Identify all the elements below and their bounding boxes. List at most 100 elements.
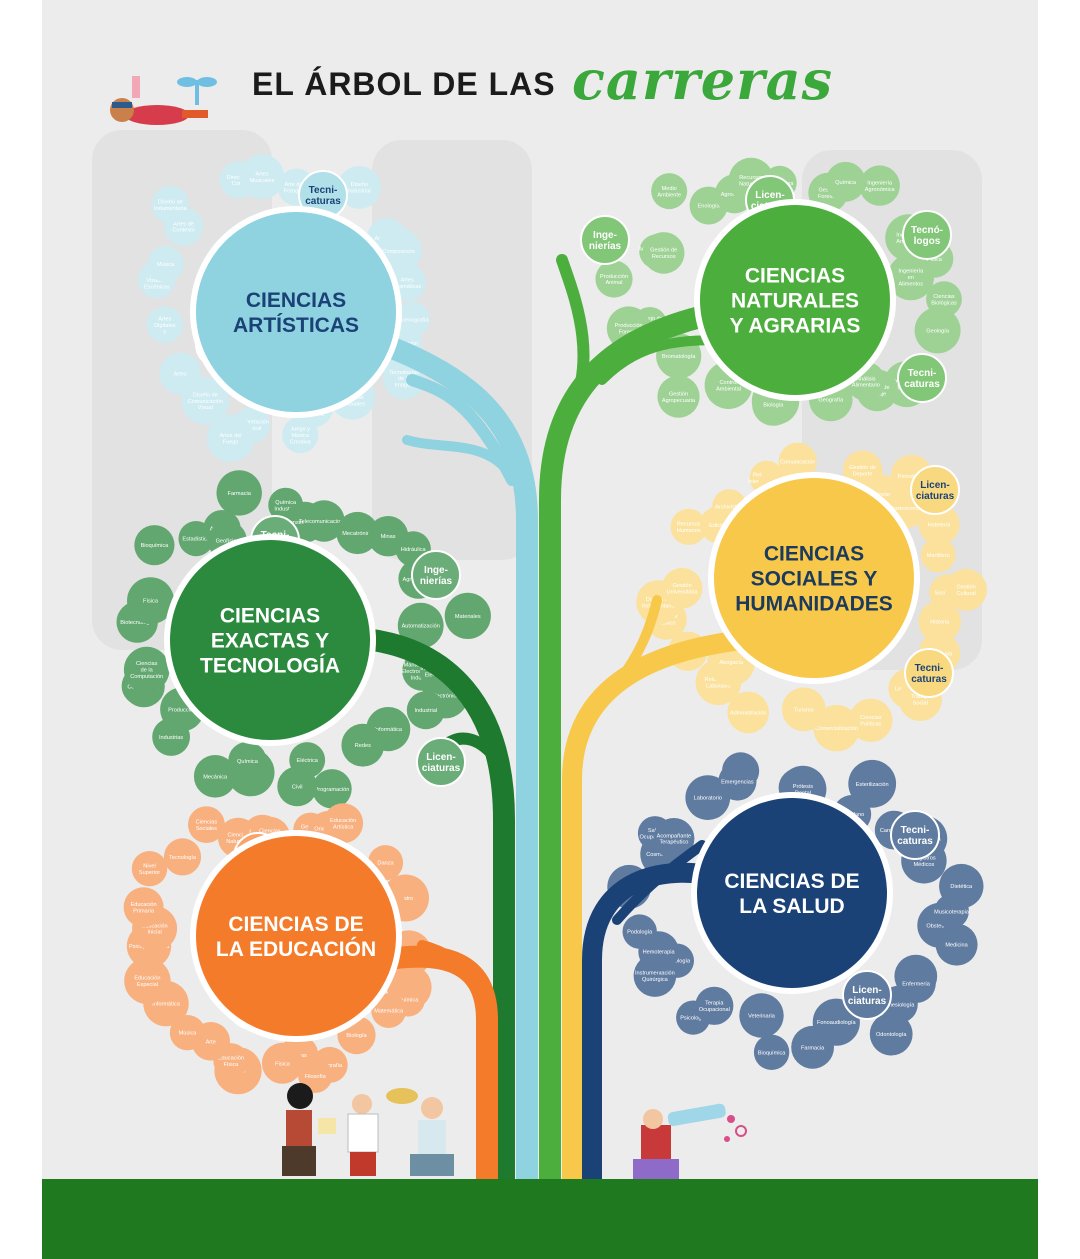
career-bubble-circle (123, 646, 170, 693)
career-label: Producción (168, 707, 196, 713)
hub-label-line: LA EDUCACIÓN (216, 937, 376, 961)
career-bubble-circle (825, 161, 866, 202)
group-bubble-circle (897, 353, 947, 403)
career-bubble-circle (653, 818, 695, 859)
group-label: Inge-nierías (589, 230, 622, 252)
career-label: Matemática (374, 1009, 404, 1015)
group-bubble-sociales-tecni: Tecni-caturas (904, 648, 954, 698)
career-bubble-circle (739, 993, 784, 1038)
telescope-kid-illustration (633, 1103, 747, 1179)
career-bubble-circle (920, 537, 956, 573)
title-main-text: EL ÁRBOL DE LAS (252, 66, 556, 102)
career-label: Hidráulica (401, 547, 427, 553)
career-bubble-circle (727, 691, 769, 734)
career-label: Eléctrica (296, 758, 318, 764)
branch-educacion-twig (417, 940, 487, 995)
hub-label-line: CIENCIAS DE (724, 870, 859, 893)
career-bubble-circle (159, 352, 202, 395)
career-bubble: Música (169, 1014, 206, 1051)
career-label: Abogacía (719, 660, 744, 666)
career-bubble-circle (670, 508, 707, 545)
career-label: Laboratorio (694, 796, 722, 802)
group-label: Tecni-caturas (911, 663, 947, 685)
career-label: Turismo (794, 707, 814, 713)
career-label: Industrial (414, 708, 437, 714)
career-label: Psicología (680, 1016, 707, 1022)
career-label: Audiovisual (867, 492, 896, 498)
group-label: Licen-ciaturas (848, 985, 887, 1007)
career-bubble: Podología (622, 914, 657, 949)
career-bubble-circle (323, 803, 364, 844)
career-bubble: Mecánica (193, 755, 237, 798)
career-label: Escenografía (396, 317, 430, 323)
career-bubble-circle (695, 986, 734, 1025)
group-bubble-circle (902, 210, 952, 260)
career-bubble-circle (146, 306, 183, 343)
career-bubble: Bioquímica (134, 525, 175, 566)
group-bubble-salud-tecni: Tecni-caturas (890, 810, 940, 860)
group-bubble-circle (904, 648, 954, 698)
group-bubble-exactas-ing: Inge-nierías (411, 550, 461, 600)
career-bubble-circle (622, 914, 657, 949)
career-bubble-circle (127, 577, 174, 625)
career-bubble-circle (869, 1012, 913, 1056)
hub-circle (697, 798, 887, 988)
branch-salud-twig (612, 840, 707, 925)
career-bubble-circle (371, 993, 407, 1028)
career-bubble-circle (848, 759, 897, 808)
career-bubble: Química (825, 161, 866, 202)
career-label: Geología (926, 328, 950, 334)
career-label: Comercialización (815, 726, 858, 732)
career-label: Biotecnología (120, 620, 155, 626)
career-bubble-circle (123, 887, 164, 928)
career-label: Bioquímica (141, 543, 170, 549)
hub-label-line: TECNOLOGÍA (200, 654, 340, 677)
career-label: Música (179, 1031, 198, 1037)
career-label: Industrias (159, 735, 183, 741)
branch-naturales (539, 299, 743, 1191)
career-bubble-circle (718, 762, 757, 801)
career-bubble-circle (444, 592, 491, 640)
career-label: Fonoaudiología (817, 1020, 856, 1026)
career-bubble-circle (169, 1014, 206, 1051)
hub-label-line: SOCIALES Y (751, 567, 878, 590)
group-label: Tecni-caturas (305, 185, 341, 207)
career-label: Bromatología (662, 354, 696, 360)
career-bubble: Veterinaria (739, 993, 784, 1038)
career-label: Mecatrónica (342, 531, 373, 537)
career-bubble: Geología (914, 307, 961, 354)
career-bubble: Farmacia (791, 1025, 834, 1069)
career-label: Biología (346, 1033, 367, 1039)
group-label: Inge-nierías (420, 565, 453, 587)
career-bubble: Historia (918, 600, 961, 643)
career-label: Kinesiología (884, 1002, 915, 1008)
group-bubble-naturales-ing: Inge-nierías (580, 215, 630, 265)
career-bubble: Artes (159, 352, 202, 395)
